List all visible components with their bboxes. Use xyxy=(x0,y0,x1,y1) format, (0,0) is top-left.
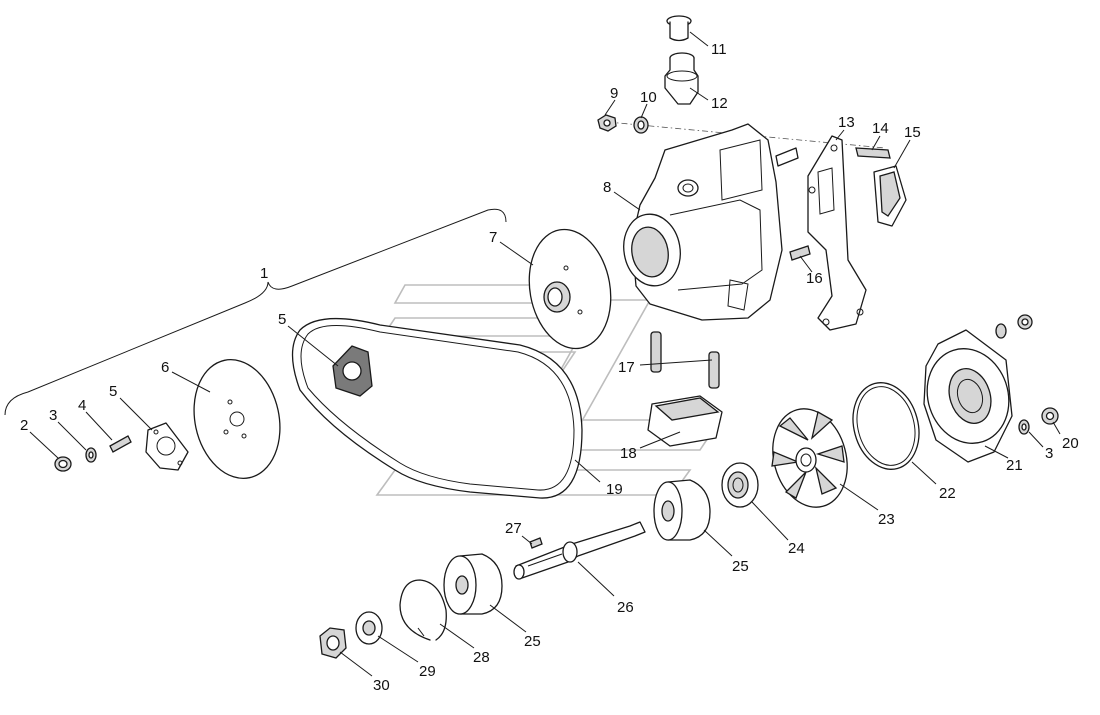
part-11-cap xyxy=(666,15,692,42)
part-12-sleeve xyxy=(664,52,699,105)
part-5-flange-plate-inner xyxy=(332,345,373,397)
leader-lines xyxy=(29,31,1061,677)
callout-6: 6 xyxy=(161,359,169,376)
part-8-pump-housing xyxy=(623,123,799,321)
callout-22: 22 xyxy=(939,485,956,502)
callout-5-left: 5 xyxy=(109,383,117,400)
part-7-drive-pulley xyxy=(528,228,612,350)
part-17-pins xyxy=(650,331,720,389)
callout-17: 17 xyxy=(618,359,635,376)
part-10-washer xyxy=(633,116,649,134)
callout-20: 20 xyxy=(1062,435,1079,452)
callout-30: 30 xyxy=(373,677,390,694)
callout-24: 24 xyxy=(788,540,805,557)
part-6-pulley-disc xyxy=(193,359,281,479)
part-3-washer xyxy=(85,447,97,463)
callout-29: 29 xyxy=(419,663,436,680)
part-27-key xyxy=(529,537,543,549)
callout-7: 7 xyxy=(489,229,497,246)
part-18-seal-block xyxy=(647,395,723,447)
callout-27: 27 xyxy=(505,520,522,537)
callout-10: 10 xyxy=(640,89,657,106)
callout-12: 12 xyxy=(711,95,728,112)
part-21-bearing-cover xyxy=(923,329,1013,463)
part-5-flange-plate xyxy=(145,422,189,471)
callout-9: 9 xyxy=(610,85,618,102)
callout-3-left: 3 xyxy=(49,407,57,424)
part-20-nut xyxy=(1041,407,1059,425)
part-16-pin xyxy=(789,245,811,261)
part-23-impeller xyxy=(771,408,848,508)
part-14-stud xyxy=(855,147,891,159)
part-21-fasteners xyxy=(995,314,1033,339)
callout-23: 23 xyxy=(878,511,895,528)
callout-4: 4 xyxy=(78,397,86,414)
assembly-bracket xyxy=(4,208,507,416)
callout-18: 18 xyxy=(620,445,637,462)
part-9-nut xyxy=(597,114,617,132)
callout-1: 1 xyxy=(260,265,268,282)
callout-25-lower: 25 xyxy=(524,633,541,650)
part-29-washer xyxy=(355,611,383,645)
part-28-snap-ring xyxy=(399,579,447,641)
part-30-nut xyxy=(319,627,347,659)
part-3-washer-right xyxy=(1018,419,1030,435)
callout-19: 19 xyxy=(606,481,623,498)
part-15-cover xyxy=(873,165,907,227)
callout-5-inner: 5 xyxy=(278,311,286,328)
callout-2: 2 xyxy=(20,417,28,434)
part-13-gasket xyxy=(807,135,867,331)
part-26-shaft xyxy=(513,521,646,580)
callout-8: 8 xyxy=(603,179,611,196)
part-4-stud xyxy=(109,435,132,453)
callout-15: 15 xyxy=(904,124,921,141)
callout-25-upper: 25 xyxy=(732,558,749,575)
callout-21: 21 xyxy=(1006,457,1023,474)
part-2-nut xyxy=(54,456,72,472)
part-22-o-ring xyxy=(852,382,920,470)
callout-13: 13 xyxy=(838,114,855,131)
callout-16: 16 xyxy=(806,270,823,287)
callout-28: 28 xyxy=(473,649,490,666)
part-25-bearing-upper xyxy=(653,479,711,541)
part-24-seal-ring xyxy=(721,462,759,508)
part-25-bearing-lower xyxy=(443,553,503,615)
part-19-belt xyxy=(291,317,583,499)
callout-26: 26 xyxy=(617,599,634,616)
callout-3-right: 3 xyxy=(1045,445,1053,462)
callout-11: 11 xyxy=(711,41,727,58)
callout-14: 14 xyxy=(872,120,889,137)
